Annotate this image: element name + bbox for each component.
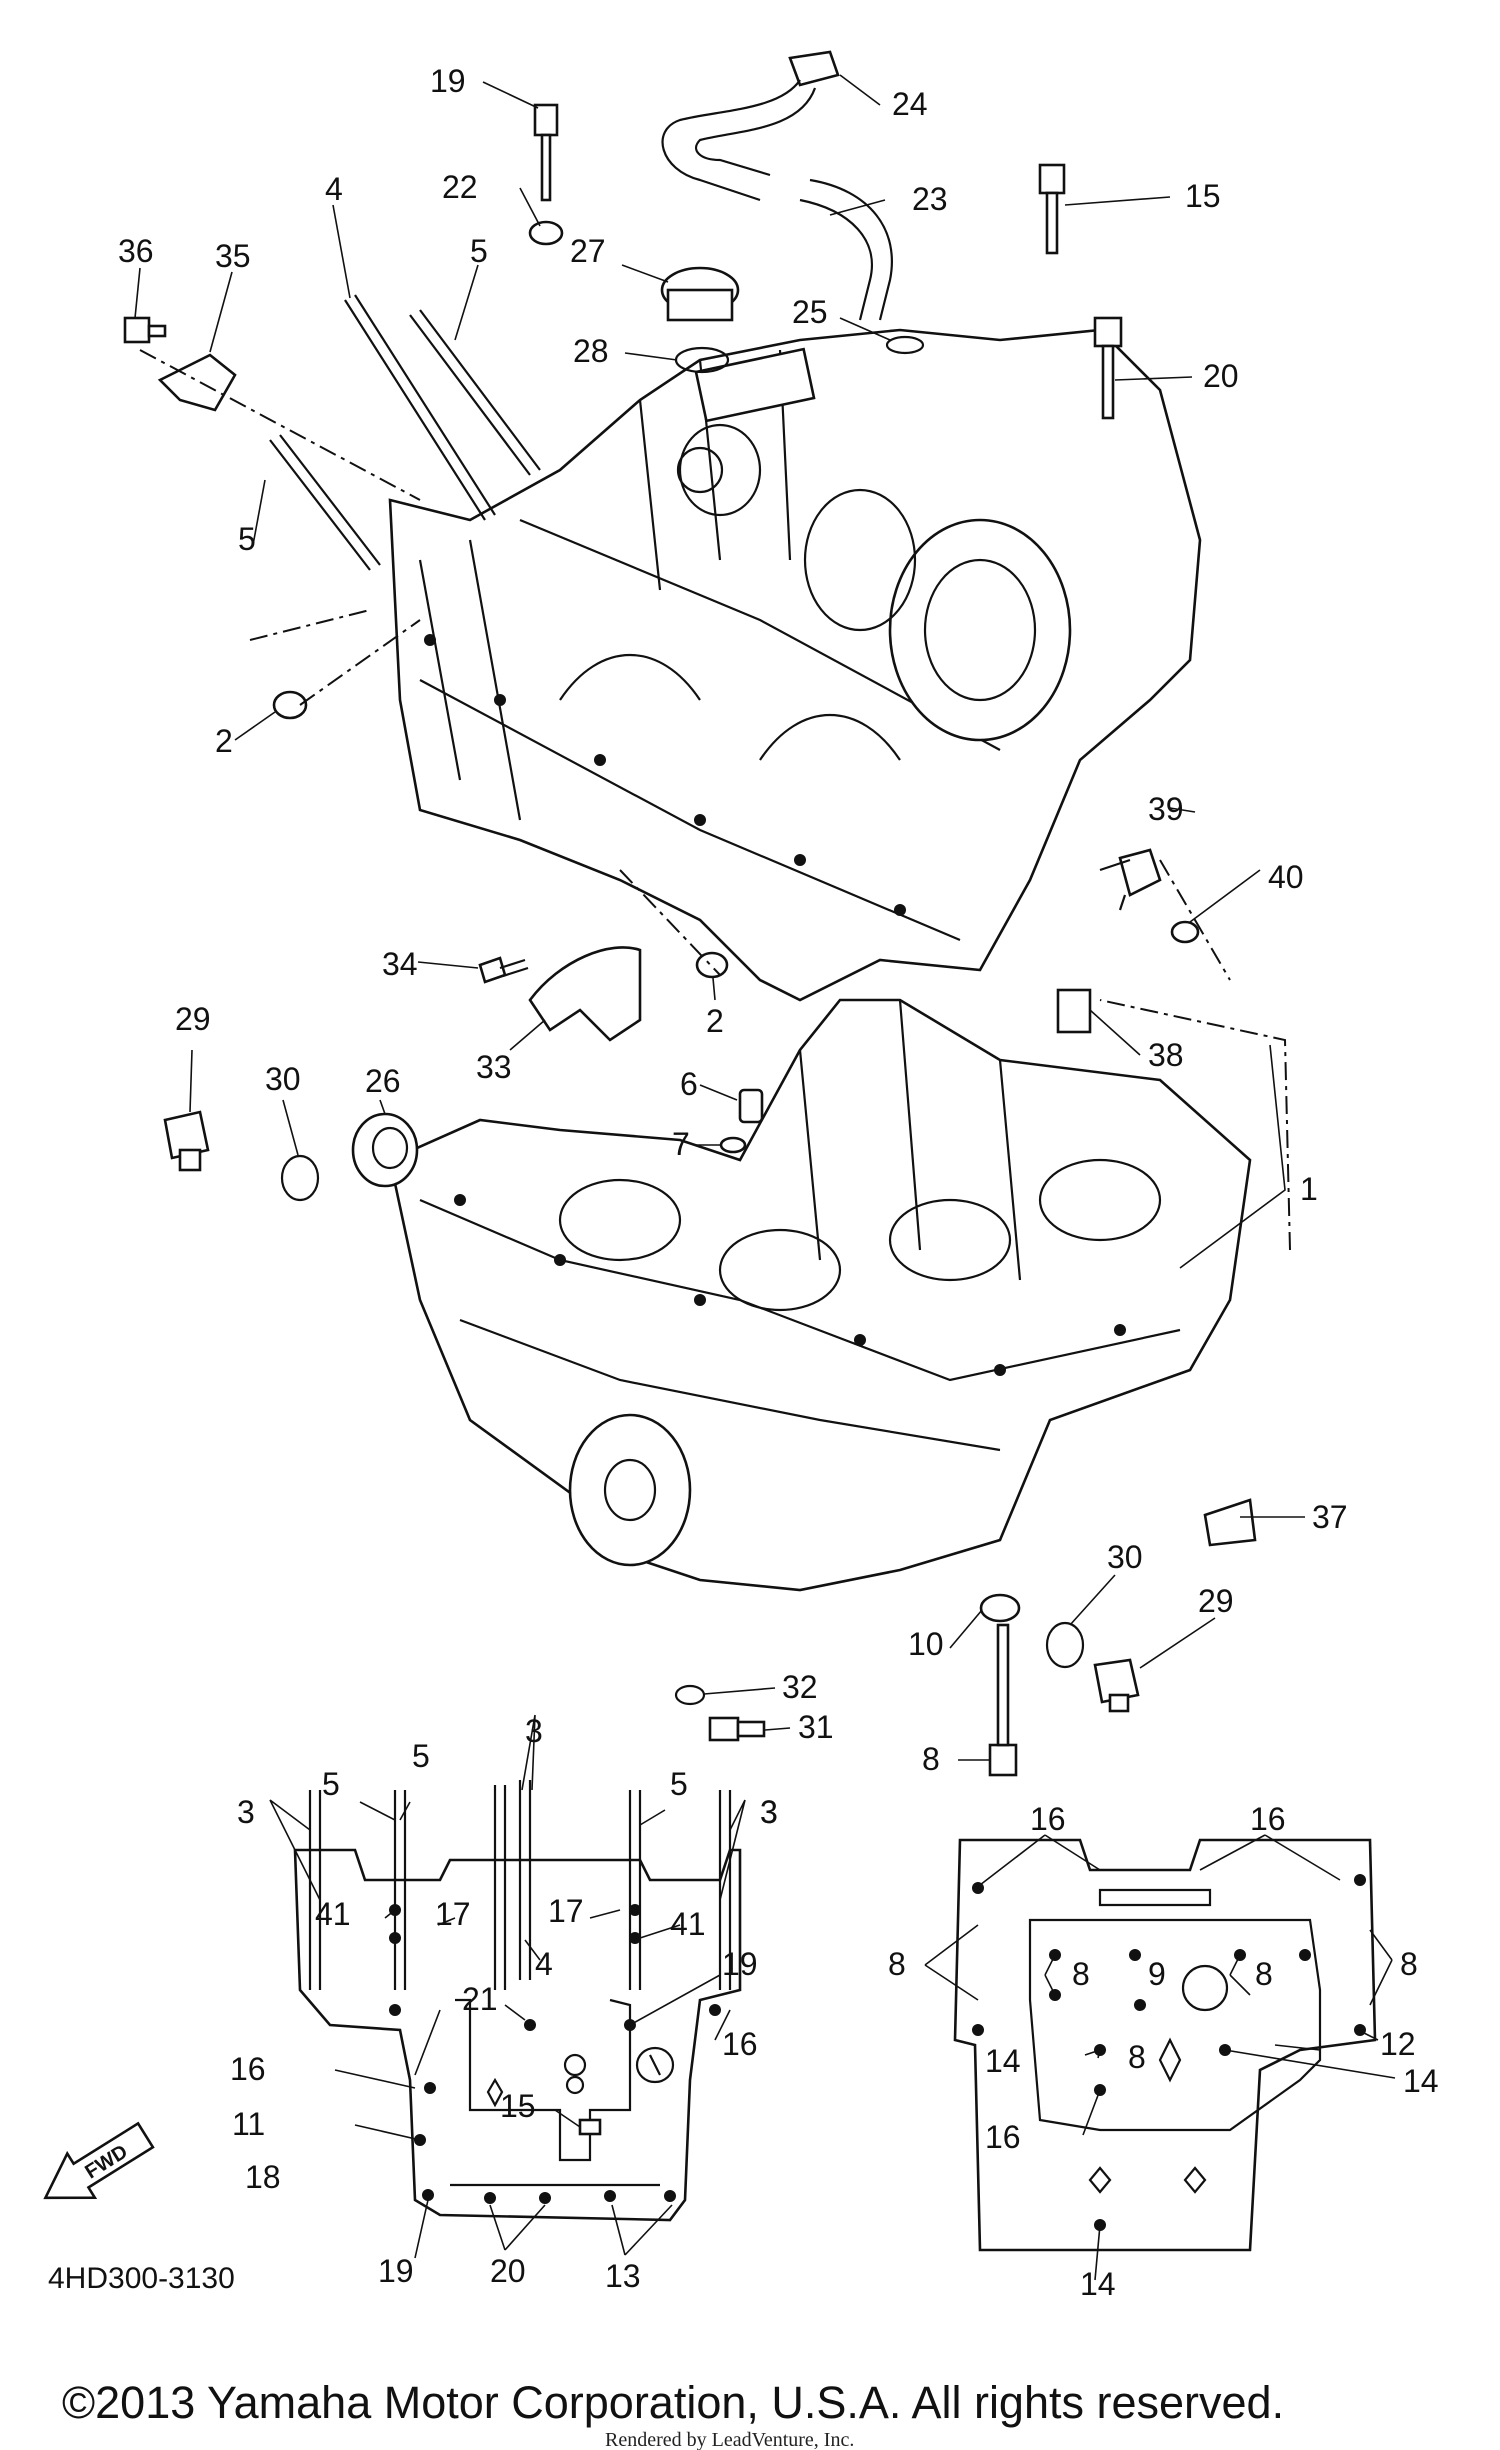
right-label-14-left: 14 bbox=[985, 2043, 1021, 2079]
left-label-3-a: 3 bbox=[237, 1794, 255, 1830]
right-label-8-e: 8 bbox=[1128, 2039, 1146, 2075]
left-label-5-a: 5 bbox=[322, 1766, 340, 1802]
callout-15: 15 bbox=[1185, 178, 1221, 214]
callout-29-left: 29 bbox=[175, 1001, 211, 1037]
left-label-3-c: 3 bbox=[760, 1794, 778, 1830]
callout-5-top: 5 bbox=[470, 233, 488, 269]
callout-34: 34 bbox=[382, 946, 418, 982]
right-label-16-b: 16 bbox=[1250, 1801, 1286, 1837]
callout-19: 19 bbox=[430, 63, 466, 99]
lower-crankcase bbox=[388, 998, 1252, 1592]
callout-39: 39 bbox=[1148, 791, 1184, 827]
right-label-14-bottom: 14 bbox=[1080, 2266, 1116, 2302]
callout-24: 24 bbox=[892, 86, 928, 122]
left-label-19-bottom: 19 bbox=[378, 2253, 414, 2289]
callout-7: 7 bbox=[672, 1126, 690, 1162]
callout-25: 25 bbox=[792, 294, 828, 330]
copyright-notice: ©2013 Yamaha Motor Corporation, U.S.A. A… bbox=[62, 2377, 1284, 2428]
fwd-arrow: FWD bbox=[43, 2121, 155, 2200]
callout-10: 10 bbox=[908, 1626, 944, 1662]
left-label-17-a: 17 bbox=[435, 1896, 471, 1932]
callout-5-left: 5 bbox=[238, 521, 256, 557]
callout-38: 38 bbox=[1148, 1037, 1184, 1073]
right-bottom-view: 16 16 8 8 9 8 8 12 14 8 14 16 14 bbox=[888, 1801, 1439, 2302]
callout-27: 27 bbox=[570, 233, 606, 269]
callout-2-left: 2 bbox=[215, 723, 233, 759]
left-label-20: 20 bbox=[490, 2253, 526, 2289]
right-label-9: 9 bbox=[1148, 1956, 1166, 1992]
right-label-16-a: 16 bbox=[1030, 1801, 1066, 1837]
callout-40: 40 bbox=[1268, 859, 1304, 895]
callout-30-right: 30 bbox=[1107, 1539, 1143, 1575]
callout-31: 31 bbox=[798, 1709, 834, 1745]
callout-2-center: 2 bbox=[706, 1003, 724, 1039]
callout-32: 32 bbox=[782, 1669, 818, 1705]
leader-lines bbox=[134, 74, 1305, 1761]
callout-37: 37 bbox=[1312, 1499, 1348, 1535]
left-label-5-c: 5 bbox=[670, 1766, 688, 1802]
right-label-12: 12 bbox=[1380, 2026, 1416, 2062]
callout-1: 1 bbox=[1300, 1171, 1318, 1207]
left-label-3-b: 3 bbox=[525, 1713, 543, 1749]
part-code: 4HD300-3130 bbox=[48, 2262, 235, 2295]
callout-35: 35 bbox=[215, 238, 251, 274]
callout-33: 33 bbox=[476, 1049, 512, 1085]
left-label-41-a: 41 bbox=[315, 1896, 351, 1932]
left-label-3-d: 3 bbox=[760, 1794, 778, 1830]
rendered-by-credit: Rendered by LeadVenture, Inc. bbox=[605, 2429, 854, 2450]
callout-26: 26 bbox=[365, 1063, 401, 1099]
callout-28: 28 bbox=[573, 333, 609, 369]
left-label-4: 4 bbox=[535, 1946, 553, 1982]
right-label-8-a: 8 bbox=[888, 1946, 906, 1982]
callout-23: 23 bbox=[912, 181, 948, 217]
right-label-14-right: 14 bbox=[1403, 2063, 1439, 2099]
left-label-19-top: 19 bbox=[722, 1946, 758, 1982]
left-label-15: 15 bbox=[500, 2088, 536, 2124]
left-label-17-b: 17 bbox=[548, 1893, 584, 1929]
left-label-16-left: 16 bbox=[230, 2051, 266, 2087]
callout-30-left: 30 bbox=[265, 1061, 301, 1097]
callout-36: 36 bbox=[118, 233, 154, 269]
left-label-21: 21 bbox=[462, 1981, 498, 2017]
upper-crankcase bbox=[388, 328, 1202, 1002]
left-bottom-view: 3 5 5 3 5 3 3 41 17 17 41 4 19 21 16 16 … bbox=[230, 1713, 778, 2294]
callout-4: 4 bbox=[325, 171, 343, 207]
callout-8: 8 bbox=[922, 1741, 940, 1777]
left-label-41-b: 41 bbox=[670, 1906, 706, 1942]
left-label-11: 11 bbox=[232, 2106, 265, 2142]
right-label-8-c: 8 bbox=[1255, 1956, 1273, 1992]
callout-6: 6 bbox=[680, 1066, 698, 1102]
small-parts bbox=[123, 50, 1257, 1777]
left-label-13: 13 bbox=[605, 2258, 641, 2294]
left-label-16-right: 16 bbox=[722, 2026, 758, 2062]
callout-20: 20 bbox=[1203, 358, 1239, 394]
callout-labels: 19 22 24 23 15 27 28 25 20 36 35 4 5 5 2… bbox=[118, 63, 1348, 1777]
callout-22: 22 bbox=[442, 169, 478, 205]
left-label-18: 18 bbox=[245, 2159, 281, 2195]
right-label-8-b: 8 bbox=[1072, 1956, 1090, 1992]
left-label-5-b: 5 bbox=[412, 1738, 430, 1774]
right-label-8-d: 8 bbox=[1400, 1946, 1418, 1982]
callout-29-right: 29 bbox=[1198, 1583, 1234, 1619]
right-label-16-c: 16 bbox=[985, 2119, 1021, 2155]
